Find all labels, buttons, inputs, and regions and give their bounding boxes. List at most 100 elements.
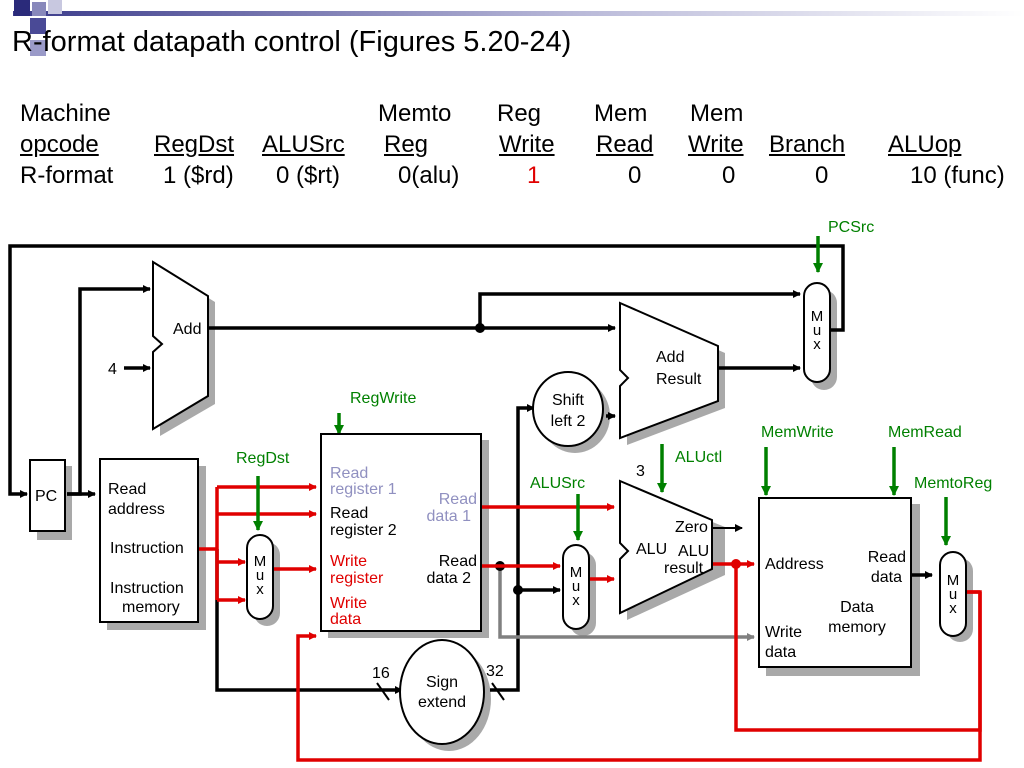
header-branch: Branch bbox=[769, 131, 846, 158]
control-lines bbox=[253, 236, 951, 546]
value-regwrite: 1 bbox=[527, 162, 541, 189]
rf-read-data2-line1: Read bbox=[439, 553, 477, 570]
memwrite-label: MemWrite bbox=[761, 424, 834, 441]
header-regwrite: Write bbox=[499, 131, 555, 158]
corner-square bbox=[48, 0, 62, 14]
alu-label: ALU bbox=[636, 541, 667, 558]
memtoreg-mux-letter-x: x bbox=[949, 600, 957, 617]
header-decoration bbox=[13, 0, 1024, 56]
sign-extend-line1: Sign bbox=[426, 674, 458, 691]
value-format: R-format bbox=[20, 162, 114, 189]
header-alusrc: ALUSrc bbox=[262, 131, 345, 158]
dm-address-label: Address bbox=[765, 556, 824, 573]
regdst-label: RegDst bbox=[236, 450, 290, 467]
header-aluop: ALUop bbox=[888, 131, 962, 158]
value-alusrc: 0 ($rt) bbox=[276, 162, 341, 189]
page-title: R-format datapath control (Figures 5.20-… bbox=[12, 26, 572, 58]
dm-read-data-line2: data bbox=[871, 569, 902, 586]
header-gradient-bar bbox=[13, 11, 1024, 16]
alusrc-label: ALUSrc bbox=[530, 475, 585, 492]
constant-four: 4 bbox=[108, 361, 117, 378]
header-mem-write-top: Mem bbox=[690, 100, 744, 127]
shift-label-line1: Shift bbox=[552, 392, 585, 409]
dm-write-data-line2: data bbox=[765, 644, 796, 661]
memtoreg-label: MemtoReg bbox=[914, 475, 992, 492]
dm-write-data-line1: Write bbox=[765, 624, 802, 641]
header-reg: Reg bbox=[497, 100, 542, 127]
rf-read-reg1-line1: Read bbox=[330, 465, 368, 482]
value-memread: 0 bbox=[628, 162, 642, 189]
aluctl-label: ALUctl bbox=[675, 449, 722, 466]
value-branch: 0 bbox=[815, 162, 829, 189]
regdst-mux-letter-x: x bbox=[256, 581, 264, 598]
rf-write-reg-line1: Write bbox=[330, 553, 367, 570]
rf-read-reg2-line2: register 2 bbox=[330, 522, 397, 539]
value-aluop: 10 (func) bbox=[910, 162, 1005, 189]
pcsrc-label: PCSrc bbox=[828, 219, 874, 236]
aluctl-width: 3 bbox=[636, 463, 645, 480]
alusrc-mux-letter-x: x bbox=[572, 592, 580, 609]
header-machine: Machine bbox=[20, 100, 111, 127]
add-label: Add bbox=[173, 321, 201, 338]
corner-square bbox=[14, 0, 30, 16]
corner-square bbox=[30, 18, 46, 34]
regdst-mux bbox=[246, 534, 274, 620]
alusrc-mux-letter-u: u bbox=[572, 578, 580, 595]
regdst-mux-letter-m: M bbox=[254, 553, 267, 570]
pc-label: PC bbox=[35, 488, 57, 505]
alu-result-line2: result bbox=[664, 560, 704, 577]
header-regdst: RegDst bbox=[154, 131, 235, 158]
header-memtoreg: Reg bbox=[384, 131, 429, 158]
memread-label: MemRead bbox=[888, 424, 962, 441]
corner-square bbox=[30, 40, 46, 56]
rf-write-data-line1: Write bbox=[330, 595, 367, 612]
header-memread: Read bbox=[596, 131, 654, 158]
rf-read-data1-line2: data 1 bbox=[427, 508, 472, 525]
header-memwrite: Write bbox=[688, 131, 744, 158]
im-address-label: address bbox=[108, 501, 165, 518]
header-mem-read-top: Mem bbox=[594, 100, 648, 127]
sign-extend-out-width: 32 bbox=[486, 663, 504, 680]
alusrc-mux bbox=[562, 544, 590, 630]
memtoreg-mux-letter-u: u bbox=[949, 586, 957, 603]
rf-write-reg-line2: register bbox=[330, 570, 384, 587]
wire-junctions bbox=[475, 323, 523, 595]
wire-junction-active bbox=[731, 559, 741, 569]
sign-extend bbox=[399, 639, 485, 745]
pc-adder bbox=[152, 260, 209, 431]
memtoreg-mux bbox=[939, 551, 967, 637]
header-opcode: opcode bbox=[20, 131, 99, 158]
sign-extend-line2: extend bbox=[418, 694, 466, 711]
pcsrc-mux-letter-m: M bbox=[811, 308, 824, 325]
shift-left-2 bbox=[532, 371, 604, 447]
dm-name-line1: Data bbox=[840, 599, 874, 616]
pc-register bbox=[29, 459, 66, 532]
pcsrc-mux bbox=[803, 282, 831, 383]
rf-read-data1-line1: Read bbox=[439, 491, 477, 508]
corner-square bbox=[32, 2, 46, 16]
rf-read-reg1-line2: register 1 bbox=[330, 481, 397, 498]
rf-read-reg2-line1: Read bbox=[330, 505, 368, 522]
pcsrc-mux-letter-u: u bbox=[813, 322, 821, 339]
shift-label-line2: left 2 bbox=[551, 413, 586, 430]
black-wires bbox=[8, 244, 845, 701]
alusrc-mux-letter-m: M bbox=[570, 564, 583, 581]
regdst-mux-letter-u: u bbox=[256, 567, 264, 584]
im-name-line1: Instruction bbox=[110, 580, 184, 597]
branch-result-label: Result bbox=[656, 371, 702, 388]
alu-zero-label: Zero bbox=[675, 519, 708, 536]
regwrite-label: RegWrite bbox=[350, 390, 416, 407]
im-name-line2: memory bbox=[122, 599, 180, 616]
branch-adder bbox=[619, 301, 719, 440]
dm-name-line2: memory bbox=[828, 619, 886, 636]
im-read-label: Read bbox=[108, 481, 146, 498]
sign-extend-in-width: 16 bbox=[372, 665, 390, 682]
data-memory bbox=[758, 497, 912, 668]
memtoreg-mux-letter-m: M bbox=[947, 572, 960, 589]
branch-add-label: Add bbox=[656, 349, 684, 366]
rf-write-data-line2: data bbox=[330, 611, 361, 628]
header-memto: Memto bbox=[378, 100, 452, 127]
rf-read-data2-line2: data 2 bbox=[427, 570, 472, 587]
value-memwrite: 0 bbox=[722, 162, 736, 189]
